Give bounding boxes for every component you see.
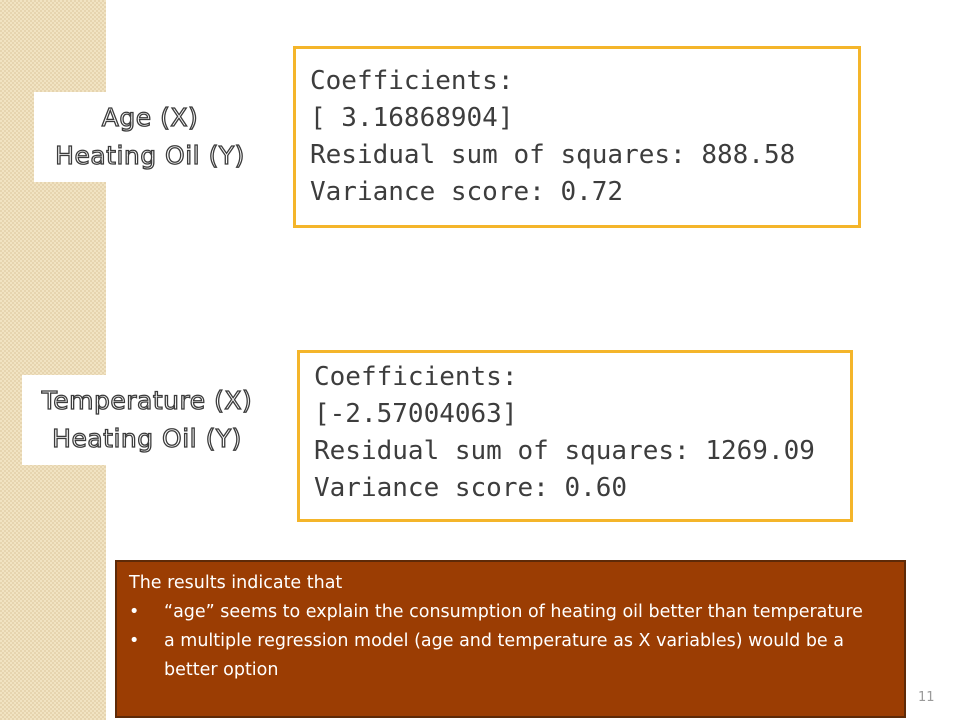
model2-coefficients-value: [-2.57004063] [314, 399, 518, 429]
conclusion-bullet-item: • a multiple regression model (age and t… [129, 627, 894, 685]
conclusion-bullet-item: • “age” seems to explain the consumption… [129, 598, 894, 627]
conclusion-intro: The results indicate that [129, 573, 343, 593]
model1-coefficients-heading: Coefficients: [310, 66, 514, 96]
model1-variables-label: Age (X) Heating Oil (Y) [34, 92, 266, 182]
model1-variance-score: Variance score: 0.72 [310, 177, 624, 207]
model2-output-box: Coefficients: [-2.57004063] Residual sum… [297, 350, 853, 522]
bullet-icon: • [129, 602, 140, 622]
model1-coefficients-value: [ 3.16868904] [310, 103, 514, 133]
model2-residual-sum: Residual sum of squares: 1269.09 [314, 436, 815, 466]
bullet-icon: • [129, 631, 140, 651]
model2-x-label: Temperature (X) [41, 385, 253, 415]
model1-y-label: Heating Oil (Y) [54, 140, 245, 170]
model1-x-label: Age (X) [101, 102, 199, 132]
model1-residual-sum: Residual sum of squares: 888.58 [310, 140, 796, 170]
model2-y-label: Heating Oil (Y) [51, 423, 242, 453]
conclusion-bullet-list: • “age” seems to explain the consumption… [129, 598, 894, 685]
model2-variance-score: Variance score: 0.60 [314, 473, 628, 503]
model1-output-box: Coefficients: [ 3.16868904] Residual sum… [293, 46, 861, 228]
conclusion-note-box: The results indicate that • “age” seems … [115, 560, 906, 718]
model2-variables-label: Temperature (X) Heating Oil (Y) [22, 375, 272, 465]
conclusion-bullet-text: “age” seems to explain the consumption o… [164, 602, 863, 622]
conclusion-bullet-text: a multiple regression model (age and tem… [164, 631, 844, 680]
page-number: 11 [918, 690, 935, 705]
model2-coefficients-heading: Coefficients: [314, 362, 518, 392]
